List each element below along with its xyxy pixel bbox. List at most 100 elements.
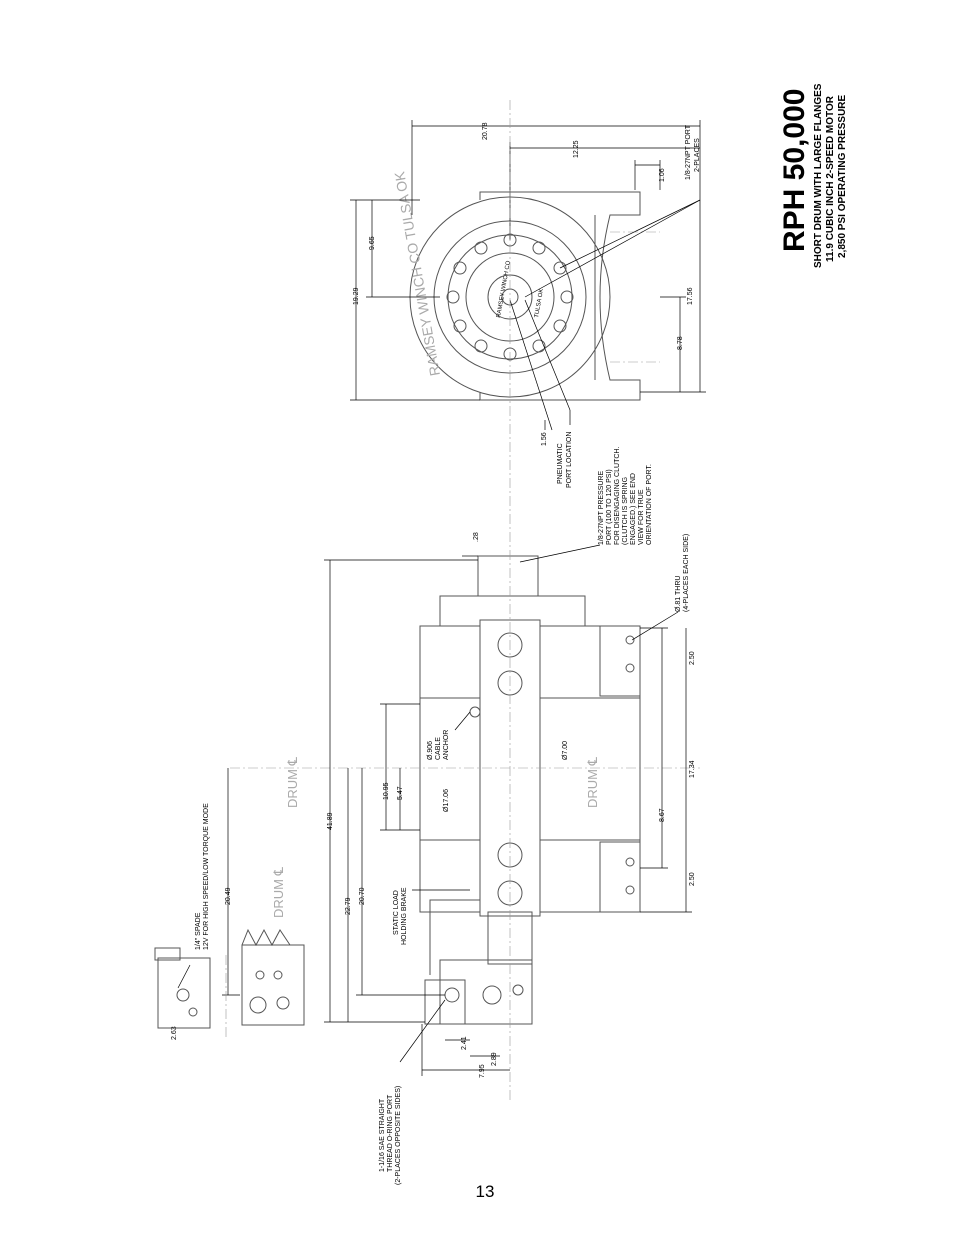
svg-text:PORT (100 TO 120 PSI): PORT (100 TO 120 PSI): [606, 469, 613, 545]
valve-port: [482, 985, 502, 1005]
valve-detail: DRUM ℄: [154, 866, 305, 1040]
anchor-note-3: ANCHOR: [443, 730, 450, 760]
valve-port: [444, 987, 460, 1003]
drum-cl-label-2: DRUM ℄: [585, 756, 600, 808]
bolt: [532, 339, 546, 353]
dim-8-67: 8.67: [659, 808, 666, 822]
spade-note-1: 1/4" SPADE: [195, 912, 202, 950]
detail-block-2: [241, 944, 305, 1026]
valve-block: [439, 959, 533, 1025]
title-block: RPH 50,000 SHORT DRUM WITH LARGE FLANGES…: [778, 83, 848, 268]
dim-flange-dia: Ø17.06: [443, 789, 450, 812]
dim-12-25: 12.25: [573, 140, 580, 158]
dim-22-79: 22.79: [345, 897, 352, 915]
mount-note-1: Ø.81 THRU: [675, 576, 682, 612]
end-view: RAMSEY WINCH CO TULSA OK RAMSEY WINCH CO…: [350, 120, 706, 488]
bolt: [446, 290, 460, 304]
oring-note-1: 1-1/16 SAE STRAIGHT: [379, 1098, 386, 1172]
mount-hole: [625, 635, 635, 645]
detail-block-2-cap: [241, 928, 291, 947]
dim-20-49: 20.49: [225, 887, 232, 905]
dim-2-89: 2.89: [491, 1052, 498, 1066]
hub-text-2: TULSA OK: [534, 288, 545, 318]
hex-bolt: [497, 632, 523, 658]
side-view: DRUM ℄ DRUM ℄ 41.89 22.79 20.70 20.49 10…: [158, 100, 700, 1185]
dim-2-50-top: 2.50: [689, 651, 696, 665]
detail-port: [255, 970, 265, 980]
title-line-2: 11.9 CUBIC INCH 2-SPEED MOTOR: [825, 95, 836, 262]
dim-8-78: 8.78: [677, 336, 684, 350]
drum-cl-label-1: DRUM ℄: [285, 756, 300, 808]
title-line-1: SHORT DRUM WITH LARGE FLANGES: [813, 83, 824, 268]
svg-text:1/8-27NPT PRESSURE: 1/8-27NPT PRESSURE: [598, 470, 605, 545]
detail-port: [188, 1007, 198, 1017]
mount-pad-top: [599, 625, 641, 697]
dim-drum-dia: Ø7.00: [562, 741, 569, 760]
dim-17-34: 17.34: [689, 760, 696, 778]
bolt: [453, 319, 467, 333]
detail-port: [249, 996, 267, 1014]
dim-10-95: 10.95: [383, 782, 390, 800]
svg-text:VIEW FOR TRUE: VIEW FOR TRUE: [638, 489, 645, 545]
bolt: [453, 261, 467, 275]
dim-20-70: 20.70: [359, 887, 366, 905]
pressure-port-note: 1/8-27NPT PRESSURE PORT (100 TO 120 PSI)…: [598, 447, 653, 545]
model-title: RPH 50,000: [778, 89, 811, 252]
dim-2-63: 2.63: [171, 1026, 178, 1040]
brake-note-1: STATIC LOAD: [393, 890, 400, 935]
dim-028: .28: [473, 532, 480, 542]
svg-text:(CLUTCH IS SPRING: (CLUTCH IS SPRING: [622, 477, 629, 545]
detail-block-1-top: [154, 947, 181, 961]
mount-hole: [625, 857, 635, 867]
mount-pad-bottom: [599, 841, 641, 913]
valve-port: [512, 984, 524, 996]
cable-anchor-hole: [469, 706, 481, 718]
dim-41-89: 41.89: [327, 812, 334, 830]
dim-20-78: 20.78: [482, 122, 489, 140]
bolt: [560, 290, 574, 304]
oring-note-3: (2-PLACES OPPOSITE SIDES): [395, 1086, 402, 1185]
mount-note-2: (4-PLACES EACH SIDE): [683, 534, 690, 612]
clutch-housing: [477, 555, 539, 597]
spade-note-2: 12V FOR HIGH SPEED/LOW TORQUE MODE: [203, 803, 210, 950]
detail-block-1: [157, 957, 211, 1029]
bolt: [474, 339, 488, 353]
port-note-2: 2-PLACES: [694, 138, 701, 172]
svg-text:ENGAGED.) SEE END: ENGAGED.) SEE END: [630, 473, 637, 545]
title-line-3: 2,850 PSI OPERATING PRESSURE: [837, 94, 848, 258]
oring-note-2: THREAD O-RING PORT: [387, 1094, 394, 1172]
end-bolts: [446, 233, 574, 361]
bolt: [553, 319, 567, 333]
dim-2-50-bottom: 2.50: [689, 872, 696, 886]
end-foot: [479, 191, 641, 401]
dim-1-56: 1.56: [541, 432, 548, 446]
mount-hole: [625, 663, 635, 673]
bolt: [474, 241, 488, 255]
svg-text:FOR DISENGAGING CLUTCH.: FOR DISENGAGING CLUTCH.: [614, 447, 621, 545]
dim-7-95: 7.95: [479, 1064, 486, 1078]
casting-text: RAMSEY WINCH CO TULSA OK: [391, 170, 443, 377]
detail-port: [273, 970, 283, 980]
pneumatic-note-2: PORT LOCATION: [566, 432, 573, 488]
port-note-1: 1/8-27NPT PORT: [685, 124, 692, 180]
detail-drum-cl-label: DRUM ℄: [271, 866, 286, 918]
bolt: [553, 261, 567, 275]
dim-19-29: 19.29: [353, 287, 360, 305]
anchor-note-2: CABLE: [435, 737, 442, 760]
end-flange-ring: [433, 220, 587, 374]
valve-body: [424, 979, 466, 1025]
page-number: 13: [475, 1182, 495, 1201]
brake-note-2: HOLDING BRAKE: [401, 887, 408, 945]
dim-1-06: 1.06: [659, 168, 666, 182]
detail-port: [176, 988, 190, 1002]
dim-17-56: 17.56: [687, 287, 694, 305]
mount-hole: [625, 885, 635, 895]
dim-9-65: 9.65: [369, 236, 376, 250]
dim-5-47: 5.47: [397, 786, 404, 800]
brake-line: [429, 899, 480, 975]
svg-text:ORIENTATION OF PORT.: ORIENTATION OF PORT.: [646, 464, 653, 545]
detail-port: [276, 996, 290, 1010]
bolt: [532, 241, 546, 255]
dim-2-41: 2.41: [461, 1036, 468, 1050]
